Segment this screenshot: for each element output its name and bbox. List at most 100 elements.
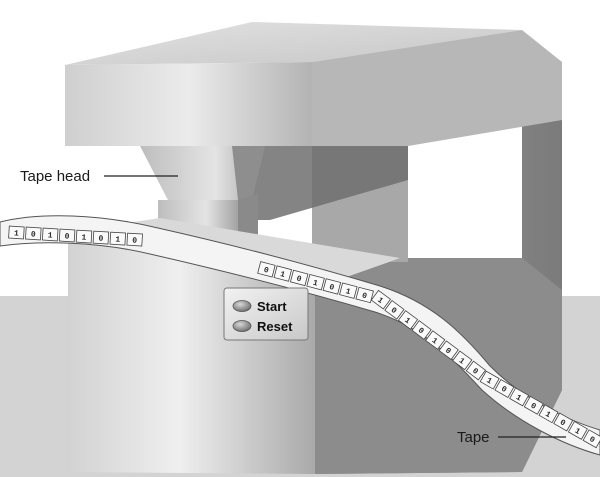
tape-cell: 1 [41,227,59,242]
tape-cell-box [582,429,600,449]
tape-cell-digit: 0 [263,266,270,276]
tape-cell-box [465,360,487,381]
tape-cell-box [306,274,325,291]
tape-cell: 1 [425,330,446,350]
tape-cell-box [509,387,530,407]
tape-cell: 0 [92,230,110,245]
tape-cell-digit: 1 [457,356,466,366]
arm-front-face [65,62,312,146]
tape-cell: 0 [355,286,374,304]
tape-cell: 1 [509,387,530,407]
tape-cell-digit: 1 [344,287,351,297]
tape-cell-box [273,265,293,282]
tape-cell-box [92,230,110,245]
tape-cell: 1 [339,282,358,299]
tape-cell-digit: 0 [443,346,452,356]
tape-cell-box [58,228,76,243]
tape-callout-label: Tape [457,429,490,446]
tape-cell: 0 [438,340,459,361]
tape-cell-digit: 0 [470,367,479,377]
tape-cell-digit: 1 [279,270,286,280]
tape-cell: 1 [8,225,25,240]
tape-cell: 1 [452,350,473,371]
tape-cell-digit: 1 [402,316,411,326]
tape-cell-digit: 1 [47,231,53,240]
tape-cell: 0 [322,278,342,295]
tape-cell-box [553,412,574,432]
reset-label: Reset [257,319,293,334]
start-button[interactable] [232,300,252,312]
tape-cell: 0 [25,226,42,241]
tape-cell-box [41,227,59,242]
tape-cell: 1 [567,420,588,440]
tape-cell: 0 [465,360,487,381]
tape-cell-digit: 1 [14,229,20,238]
tape-cell: 0 [289,269,309,287]
tape-cell: 0 [257,261,276,278]
tape-cell: 1 [273,265,293,282]
tape-cell-box [355,286,374,304]
tape-cell-digit: 1 [81,233,87,242]
tape-cell: 1 [479,370,500,390]
tape-cell-digit: 0 [132,236,138,245]
tape-cell: 1 [109,231,127,246]
tape-cell-box [289,269,309,287]
tape-cell-box [397,310,419,330]
tape-cell: 0 [494,379,515,398]
tape-cell-digit: 1 [514,393,523,403]
tape-cell-box [425,330,446,350]
tape-cell-box [523,395,544,415]
tape-cell-box [494,379,515,398]
tape-cell-digit: 0 [64,232,70,241]
tape-cell-box [438,340,459,361]
tape-cell: 1 [397,310,419,330]
tape-cell: 1 [538,404,559,424]
tape-cell: 1 [370,289,392,310]
tape-cell-box [479,370,500,390]
arm-right-face [312,30,562,146]
reset-button[interactable] [232,320,252,332]
tape-cell-box [322,278,342,295]
tape-cell-digit: 0 [416,326,425,336]
start-label: Start [257,299,287,314]
tape-cell-digit: 0 [98,234,104,243]
tape-cell: 0 [411,320,432,340]
tape-cell: 1 [306,274,325,291]
tape-cell: 0 [523,395,544,415]
tape-cell-box [370,289,392,310]
arm-top [65,22,522,65]
tape-cell-box [384,299,405,320]
tape-cell-digit: 1 [485,376,494,386]
tape-head-callout-label: Tape head [20,168,90,185]
tape-cell: 0 [126,232,143,247]
tape-cell-digit: 1 [573,427,582,437]
tape-cell-box [8,225,25,240]
tape-cell-digit: 0 [31,230,37,239]
tape-cell-digit: 0 [529,402,538,412]
tape-cell-digit: 1 [543,410,552,420]
tape-cell-box [339,282,358,299]
tape-cell-digit: 0 [295,274,302,284]
tape-cell-digit: 0 [389,306,398,316]
tape-cell-digit: 0 [328,283,335,293]
tape-cell: 0 [582,429,600,449]
tape-cell-box [257,261,276,278]
tape-cell-box [567,420,588,440]
tape-cell: 0 [553,412,574,432]
tape-cell-box [452,350,473,371]
tape-cell-digit: 1 [430,336,439,346]
tape-cell-digit: 0 [588,435,597,445]
tape-cell-box [411,320,432,340]
tape-cell-digit: 0 [499,385,508,395]
tape-cell-box [25,226,42,241]
tape-cell-box [126,232,143,247]
tape-cell: 0 [384,299,405,320]
tape-cell-box [75,229,93,244]
tape-head-funnel-side [232,146,265,200]
tape-cell-digit: 0 [558,418,567,428]
tape-cell-box [538,404,559,424]
tape-cell-digit: 1 [375,296,384,306]
